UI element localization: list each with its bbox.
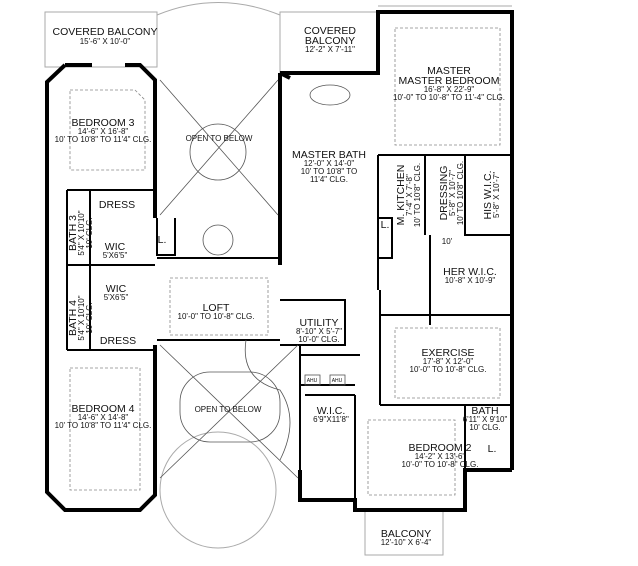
- svg-text:14'-6" X 14'-8": 14'-6" X 14'-8": [78, 413, 129, 422]
- svg-text:5'4" X 10'10": 5'4" X 10'10": [77, 295, 86, 340]
- room-master-bedroom: MASTER MASTER BEDROOM 16'-8" X 22'-9" 10…: [393, 65, 505, 102]
- svg-text:L.: L.: [488, 443, 497, 455]
- svg-text:MASTER BEDROOM: MASTER BEDROOM: [399, 75, 500, 87]
- svg-text:5'-8" X 10'-7": 5'-8" X 10'-7": [492, 172, 501, 218]
- svg-text:BATH 3: BATH 3: [67, 215, 79, 251]
- room-details: [69, 27, 501, 496]
- svg-text:17'-8" X 12'-0": 17'-8" X 12'-0": [423, 357, 474, 366]
- svg-text:10' CLG.: 10' CLG.: [469, 423, 500, 432]
- linen-closets: L. L. L.: [158, 219, 497, 455]
- room-exercise: EXERCISE 17'-8" X 12'-0" 10'-0" TO 10'-8…: [410, 347, 487, 374]
- svg-text:5'X6'5": 5'X6'5": [103, 251, 128, 260]
- svg-text:10'-0" TO 10'-8" CLG.: 10'-0" TO 10'-8" CLG.: [178, 312, 255, 321]
- room-wic-3: W.I.C. 6'9"X11'8": [313, 405, 349, 424]
- svg-text:BATH 4: BATH 4: [67, 300, 79, 336]
- svg-text:5'-8" X 10'-7": 5'-8" X 10'-7": [448, 170, 457, 216]
- room-dress-1: DRESS: [99, 199, 135, 211]
- svg-text:WIC: WIC: [106, 283, 127, 295]
- svg-text:HIS W.I.C.: HIS W.I.C.: [482, 170, 494, 219]
- svg-text:16'-8" X 22'-9": 16'-8" X 22'-9": [424, 85, 475, 94]
- room-m-kitchen: M. KITCHEN 7'-4" X 7'-8" 10' TO 10'8" CL…: [395, 163, 422, 227]
- svg-text:10'-0" TO 10'-8" TO 11'-4" CLG: 10'-0" TO 10'-8" TO 11'-4" CLG.: [393, 93, 505, 102]
- room-dress-2: DRESS: [100, 335, 136, 347]
- room-her-wic: HER W.I.C. 10'-8" X 10'-9": [443, 266, 497, 285]
- room-bath-4: BATH 4 5'4" X 10'10" 10' CLG.: [67, 295, 94, 340]
- svg-text:10' TO 10'8" CLG.: 10' TO 10'8" CLG.: [456, 161, 465, 225]
- room-bedroom-4: BEDROOM 4 14'-6" X 14'-8" 10' TO 10'8" T…: [55, 403, 152, 430]
- room-bedroom-3: BEDROOM 3 14'-6" X 16'-8" 10' TO 10'8" T…: [55, 117, 152, 144]
- exterior-walls: [45, 10, 514, 512]
- svg-text:MASTER BATH: MASTER BATH: [292, 149, 366, 161]
- room-bedroom-2: BEDROOM 2 14'-2" X 13'-6" 10'-0" TO 10'-…: [402, 442, 479, 469]
- svg-text:10' TO 10'8" CLG.: 10' TO 10'8" CLG.: [413, 163, 422, 227]
- room-wic-1: WIC 5'X6'5": [103, 241, 128, 260]
- room-wic-2: WIC 5'X6'5": [104, 283, 129, 302]
- svg-text:BEDROOM 2: BEDROOM 2: [408, 442, 471, 454]
- room-dressing: DRESSING 5'-8" X 10'-7" 10' TO 10'8" CLG…: [438, 161, 465, 225]
- room-covered-balcony-1: COVERED BALCONY 15'-6" X 10'-0": [52, 26, 157, 46]
- svg-text:12'-10" X 6'-4": 12'-10" X 6'-4": [381, 538, 432, 547]
- svg-text:BEDROOM 4: BEDROOM 4: [71, 403, 134, 415]
- svg-text:AHU: AHU: [307, 378, 318, 384]
- svg-text:BALCONY: BALCONY: [305, 35, 355, 47]
- svg-text:14'-6" X 16'-8": 14'-6" X 16'-8": [78, 127, 129, 136]
- svg-text:10' CLG.: 10' CLG.: [85, 217, 94, 248]
- room-his-wic: HIS W.I.C. 5'-8" X 10'-7": [482, 170, 501, 219]
- svg-text:EXERCISE: EXERCISE: [421, 347, 474, 359]
- svg-text:MASTER: MASTER: [427, 65, 471, 77]
- svg-text:OPEN TO BELOW: OPEN TO BELOW: [186, 134, 253, 143]
- dressing-ceiling-note: 10': [442, 237, 453, 246]
- svg-text:UTILITY: UTILITY: [299, 317, 338, 329]
- room-covered-balcony-2: COVERED BALCONY 12'-2" X 7'-11": [304, 25, 356, 54]
- svg-text:7'-4" X 7'-8": 7'-4" X 7'-8": [405, 174, 414, 216]
- ahu-units: AHU AHU: [304, 374, 346, 386]
- svg-text:5'4" X 10'10": 5'4" X 10'10": [77, 210, 86, 255]
- room-bath-2: BATH 6'11" X 9'10" 10' CLG.: [463, 405, 508, 432]
- svg-text:L.: L.: [158, 234, 167, 246]
- svg-text:WIC: WIC: [105, 241, 126, 253]
- svg-text:10' TO 10'8" TO 11'4" CLG.: 10' TO 10'8" TO 11'4" CLG.: [55, 421, 152, 430]
- svg-text:L.: L.: [381, 219, 390, 231]
- svg-text:6'11" X 9'10": 6'11" X 9'10": [463, 415, 508, 424]
- svg-text:10' CLG.: 10' CLG.: [85, 302, 94, 333]
- svg-text:10'-0" CLG.: 10'-0" CLG.: [298, 335, 339, 344]
- svg-text:AHU: AHU: [332, 378, 343, 384]
- room-balcony: BALCONY 12'-10" X 6'-4": [381, 528, 432, 547]
- svg-text:8'-10" X 5'-7": 8'-10" X 5'-7": [296, 327, 342, 336]
- room-bath-3: BATH 3 5'4" X 10'10" 10' CLG.: [67, 210, 94, 255]
- room-open-to-below-lower: OPEN TO BELOW: [195, 405, 262, 414]
- svg-text:12'-2" X 7'-11": 12'-2" X 7'-11": [305, 45, 355, 54]
- svg-text:15'-6" X 10'-0": 15'-6" X 10'-0": [80, 37, 131, 46]
- svg-text:12'-0" X 14'-0": 12'-0" X 14'-0": [304, 159, 355, 168]
- svg-text:BEDROOM 3: BEDROOM 3: [71, 117, 134, 129]
- svg-text:DRESSING: DRESSING: [438, 166, 450, 221]
- svg-text:OPEN TO BELOW: OPEN TO BELOW: [195, 405, 262, 414]
- svg-text:BALCONY: BALCONY: [381, 528, 431, 540]
- svg-text:10' TO 10'8" TO: 10' TO 10'8" TO: [301, 167, 357, 176]
- svg-text:11'4" CLG.: 11'4" CLG.: [310, 175, 348, 184]
- svg-text:10' TO 10'8" TO 11'4" CLG.: 10' TO 10'8" TO 11'4" CLG.: [55, 135, 152, 144]
- room-utility: UTILITY 8'-10" X 5'-7" 10'-0" CLG.: [296, 317, 342, 344]
- svg-text:M. KITCHEN: M. KITCHEN: [395, 165, 407, 226]
- room-master-bath: MASTER BATH 12'-0" X 14'-0" 10' TO 10'8"…: [292, 149, 366, 184]
- svg-text:HER W.I.C.: HER W.I.C.: [443, 266, 497, 278]
- svg-text:6'9"X11'8": 6'9"X11'8": [313, 415, 349, 424]
- svg-text:10'-0" TO 10'-8" CLG.: 10'-0" TO 10'-8" CLG.: [402, 460, 479, 469]
- svg-text:14'-2" X 13'-6": 14'-2" X 13'-6": [415, 452, 466, 461]
- svg-text:LOFT: LOFT: [203, 302, 230, 314]
- svg-text:COVERED: COVERED: [304, 25, 356, 37]
- svg-text:10'-0" TO 10'-8" CLG.: 10'-0" TO 10'-8" CLG.: [410, 365, 487, 374]
- svg-text:BATH: BATH: [471, 405, 498, 417]
- room-loft: LOFT 10'-0" TO 10'-8" CLG.: [178, 302, 255, 321]
- svg-text:W.I.C.: W.I.C.: [317, 405, 346, 417]
- svg-text:5'X6'5": 5'X6'5": [104, 293, 129, 302]
- svg-text:COVERED BALCONY: COVERED BALCONY: [52, 26, 157, 38]
- svg-text:10'-8" X 10'-9": 10'-8" X 10'-9": [445, 276, 496, 285]
- room-open-to-below-upper: OPEN TO BELOW: [186, 134, 253, 143]
